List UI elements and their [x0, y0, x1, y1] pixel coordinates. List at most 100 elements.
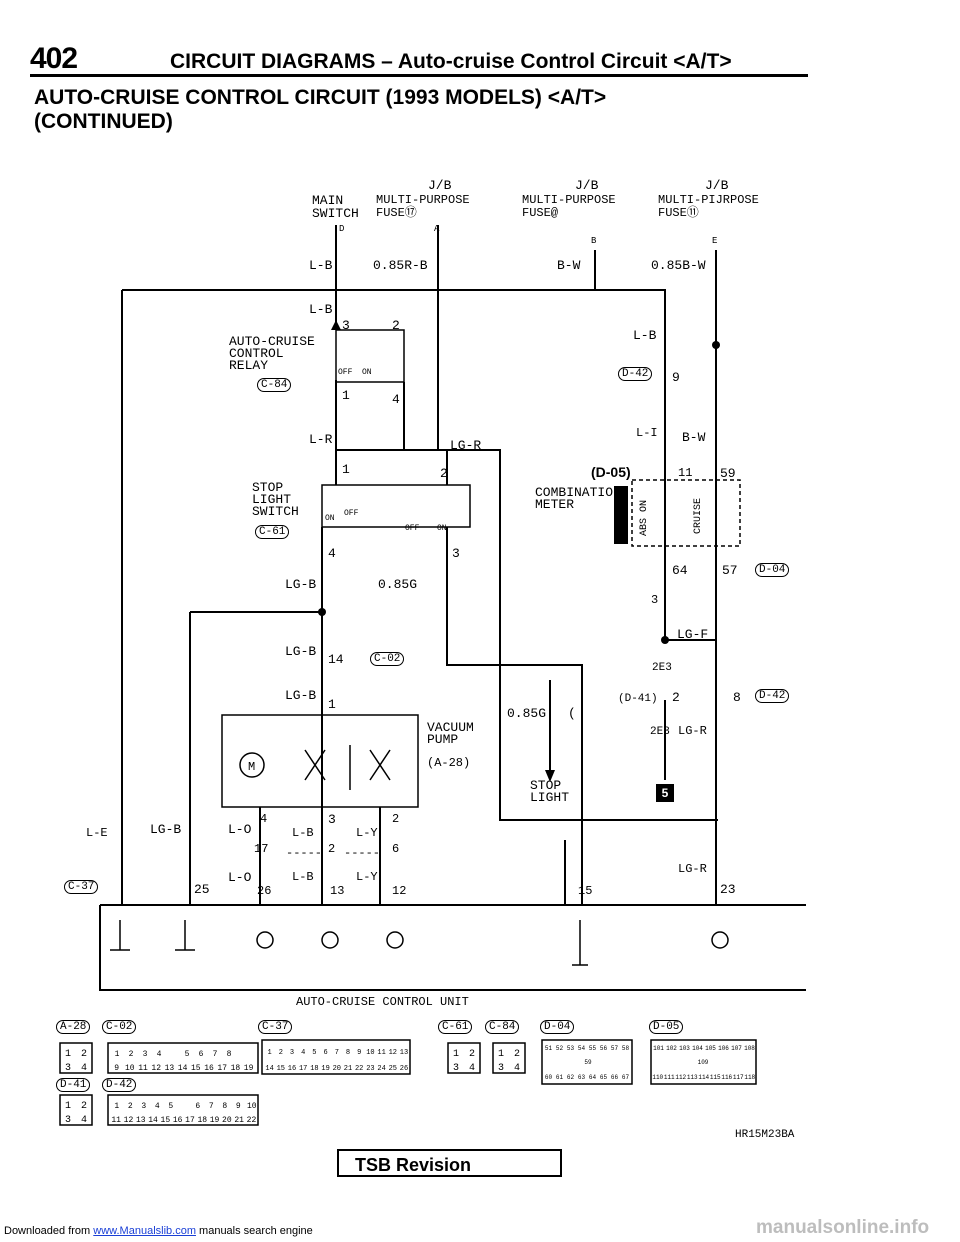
wire-lgr-2: LG-R [678, 724, 707, 738]
jb-label-2: J/B [575, 178, 599, 193]
connector-d41-tag: (D-41) [618, 693, 658, 705]
connector-a28: A-28 [56, 1020, 91, 1034]
d04-pin: 59 [584, 1059, 592, 1066]
d42-pin: 4 [155, 1102, 160, 1111]
d04-pin: 58 [622, 1045, 630, 1052]
c37-pin: 7 [335, 1049, 339, 1057]
pin: 3 [651, 593, 659, 607]
d42-pin: 9 [236, 1102, 241, 1111]
stop-off: OFF [344, 509, 359, 518]
c37-pin: 25 [389, 1065, 397, 1073]
a28-pin: 4 [81, 1063, 87, 1074]
page-number: 402 [30, 42, 78, 75]
d05-pin: 111 [664, 1074, 675, 1081]
d05-pin: 103 [679, 1045, 690, 1052]
wire-lb-4: L-B [292, 870, 314, 884]
pin: 2E3 [650, 726, 670, 738]
c02-pin: 17 [217, 1064, 227, 1073]
d04-pin: 63 [578, 1074, 586, 1081]
relay-on: ON [362, 368, 372, 377]
wire-ly-1: L-Y [356, 826, 378, 840]
connector-c61: C-61 [438, 1020, 473, 1034]
c37-pin: 11 [377, 1049, 385, 1057]
pin: 9 [672, 370, 680, 385]
connector-d04: D-04 [540, 1020, 575, 1034]
d42-pin: 2 [128, 1102, 133, 1111]
meter-connector: (D-05) [591, 464, 631, 480]
connector-d41: D-41 [56, 1078, 91, 1092]
d05-pin: 117 [733, 1074, 744, 1081]
c02-pin: 12 [151, 1064, 161, 1073]
c37-pin: 8 [346, 1049, 350, 1057]
d05-pin: 114 [698, 1074, 709, 1081]
c02-pin: 4 [157, 1050, 162, 1059]
pin: 2 [672, 690, 680, 705]
pin: 14 [328, 652, 344, 667]
d42-pin: 3 [141, 1102, 146, 1111]
d42-pin: 5 [168, 1102, 173, 1111]
cruise-indicator: CRUISE [693, 498, 704, 535]
d42-pin: 11 [111, 1116, 121, 1125]
junction-dots [318, 320, 720, 782]
relay-connector: C-84 [257, 378, 292, 392]
d41-pin: 1 [65, 1101, 71, 1112]
d42-pin: 21 [234, 1116, 244, 1125]
c02-pin: 3 [143, 1050, 148, 1059]
wire-le: L-E [86, 826, 108, 840]
pin: 25 [194, 882, 210, 897]
c37-pin: 4 [301, 1049, 305, 1057]
terminal-a: A [434, 224, 440, 234]
pin: 3 [342, 318, 350, 333]
wire-paren: ( [568, 706, 576, 721]
c84-pin: 3 [498, 1063, 504, 1074]
c02-pin: 5 [185, 1050, 190, 1059]
d41-pin: 4 [81, 1115, 87, 1126]
d42-pin: 17 [185, 1116, 195, 1125]
c37-pin: 10 [366, 1049, 374, 1057]
d05-pin: 107 [731, 1045, 742, 1052]
stop-switch-box [321, 484, 471, 528]
pin: 1 [342, 388, 350, 403]
connector-d42: D-42 [102, 1078, 137, 1092]
pin: 2E3 [652, 662, 672, 674]
d04-pin: 51 [545, 1045, 553, 1052]
subtitle-line-2: (CONTINUED) [34, 110, 173, 133]
wire-lb-3: L-B [292, 826, 314, 840]
d04-pin: 67 [622, 1074, 630, 1081]
c02-pin: 11 [138, 1064, 148, 1073]
c37-pin: 23 [366, 1065, 374, 1073]
jb-label-3: J/B [705, 178, 729, 193]
dash-1: ----- [286, 846, 323, 860]
subtitle-line-1: AUTO-CRUISE CONTROL CIRCUIT (1993 MODELS… [34, 86, 607, 109]
pin: 2 [440, 466, 448, 481]
manualslib-link[interactable]: www.Manualslib.com [93, 1225, 196, 1237]
pin: 4 [328, 546, 336, 561]
top-bus-wire [122, 289, 666, 345]
meter-indicator-bar [614, 486, 628, 544]
c02-pin: 2 [129, 1050, 134, 1059]
c37-pin: 19 [321, 1065, 329, 1073]
dash-2: ----- [344, 846, 381, 860]
c61-pin: 3 [453, 1063, 459, 1074]
pin: 8 [733, 690, 741, 705]
c37-pin: 22 [355, 1065, 363, 1073]
c61-pin: 2 [469, 1049, 475, 1060]
d04-pin: 53 [567, 1045, 575, 1052]
wire-lb-right: L-B [633, 328, 657, 343]
d42-pin: 19 [210, 1116, 220, 1125]
stop-on-2: ON [437, 524, 447, 533]
d04-pin: 64 [589, 1074, 597, 1081]
header-rule [30, 74, 808, 77]
pin: 6 [392, 842, 400, 856]
d42-pin: 22 [247, 1116, 257, 1125]
download-footer: Downloaded from www.Manualslib.com manua… [4, 1225, 313, 1237]
wire-lgb-3: LG-B [285, 688, 317, 703]
c37-pin: 1 [267, 1049, 271, 1057]
c84-pin: 4 [514, 1063, 520, 1074]
a28-pin: 3 [65, 1063, 71, 1074]
